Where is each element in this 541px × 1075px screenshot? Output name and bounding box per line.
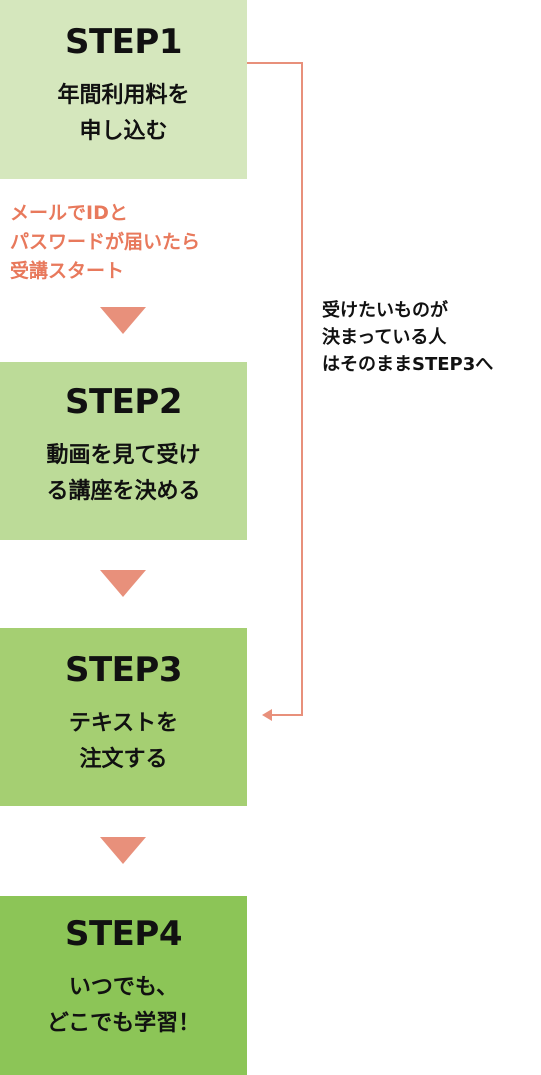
step3-description: テキストを 注文する xyxy=(68,711,179,772)
step1-description: 年間利用料を 申し込む xyxy=(57,83,190,144)
step1-box: STEP1 年間利用料を 申し込む xyxy=(0,0,247,179)
step2-title: STEP2 xyxy=(65,382,182,422)
step3-title: STEP3 xyxy=(65,650,182,690)
skip-to-step3-note: 受けたいものが 決まっている人 はそのままSTEP3へ xyxy=(322,300,494,375)
down-arrow-icon xyxy=(100,837,146,864)
step4-description: いつでも、 どこでも学習！ xyxy=(46,975,201,1036)
down-arrow-icon xyxy=(100,307,146,334)
step2-box: STEP2 動画を見て受け る講座を決める xyxy=(0,362,247,540)
step3-box: STEP3 テキストを 注文する xyxy=(0,628,247,806)
step4-title: STEP4 xyxy=(65,914,182,954)
step2-description: 動画を見て受け る講座を決める xyxy=(46,443,201,504)
step4-box: STEP4 いつでも、 どこでも学習！ xyxy=(0,896,247,1075)
down-arrow-icon xyxy=(100,570,146,597)
step1-title: STEP1 xyxy=(65,22,182,62)
skip-connector-line xyxy=(247,62,303,716)
step1-followup-note: メールでIDと パスワードが届いたら 受講スタート xyxy=(10,202,201,282)
skip-connector-arrowhead-icon xyxy=(262,709,272,721)
